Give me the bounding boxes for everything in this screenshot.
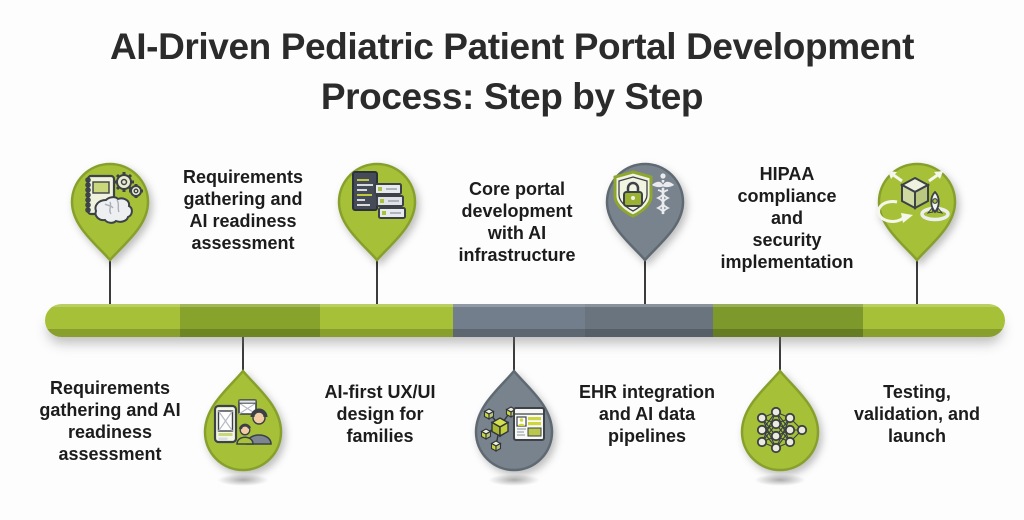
connector-line — [513, 336, 515, 372]
connector-line — [242, 336, 244, 372]
page-title: AI-Driven Pediatric Patient Portal Devel… — [109, 26, 915, 117]
pin-core-development — [329, 158, 425, 262]
pin-ground-shadow — [754, 474, 806, 486]
timeline-segment — [320, 304, 453, 337]
bar-bevel — [45, 329, 1005, 337]
step-label-requirements-bottom: Requirements gathering and AI readiness … — [39, 378, 181, 464]
step-label-ehr-integration: EHR integration and AI data pipelines — [578, 382, 715, 446]
timeline-segment — [45, 304, 180, 337]
timeline-bar — [45, 304, 1005, 337]
pin-ground-shadow — [217, 474, 269, 486]
data-nodes-browser-icon — [480, 406, 545, 452]
timeline-segment — [713, 304, 863, 337]
connector-line — [109, 256, 111, 306]
neural-network-icon — [756, 406, 808, 454]
step-label-ux-design: AI-first UX/UI design for families — [324, 382, 436, 446]
timeline-segment — [585, 304, 713, 337]
timeline-segment — [863, 304, 1005, 337]
step-label-core-development: Core portal development with AI infrastr… — [458, 179, 576, 265]
pin-requirements — [62, 158, 158, 262]
pin-neural-network — [732, 368, 828, 478]
step-label-hipaa: HIPAA compliance and security implementa… — [720, 164, 854, 272]
pin-deployment — [869, 158, 965, 262]
pin-ehr-data — [466, 368, 562, 478]
notebook-brain-gears-icon — [85, 172, 143, 224]
step-label-testing-launch: Testing, validation, and launch — [853, 382, 981, 446]
timeline-segment — [453, 304, 585, 337]
codebook-servers-icon — [352, 171, 406, 219]
bar-highlight — [45, 304, 1005, 307]
pin-hipaa-security — [597, 158, 693, 262]
pin-family-ux — [195, 368, 291, 478]
pin-ground-shadow — [488, 474, 540, 486]
cube-arrows-rocket-icon — [877, 171, 950, 223]
family-app-wireframe-icon — [213, 399, 272, 445]
connector-line — [916, 256, 918, 306]
connector-line — [779, 336, 781, 372]
connector-line — [376, 256, 378, 306]
step-label-requirements-top: Requirements gathering and AI readiness … — [182, 167, 304, 253]
shield-lock-caduceus-icon — [613, 170, 676, 218]
connector-line — [644, 256, 646, 306]
timeline-segment — [180, 304, 320, 337]
